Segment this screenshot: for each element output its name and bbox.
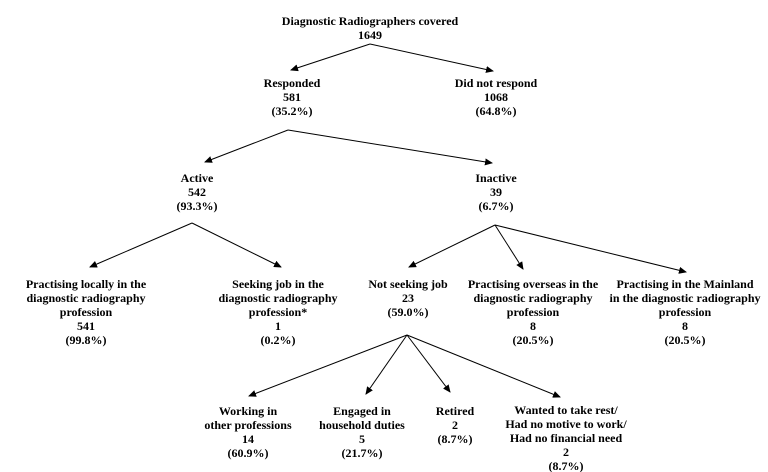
node-seeking-job: Seeking job in the diagnostic radiograph…: [218, 277, 337, 347]
node-did-not-respond: Did not respond 1068 (64.8%): [455, 76, 537, 118]
node-practising-mainland: Practising in the Mainland in the diagno…: [609, 277, 760, 347]
node-label-line: Wanted to take rest/: [514, 403, 618, 417]
node-percent: (20.5%): [664, 333, 706, 347]
node-label-line: profession: [59, 305, 113, 319]
node-value: 14: [241, 432, 254, 446]
node-label-line: Diagnostic Radiographers covered: [281, 14, 459, 28]
node-percent: (93.3%): [176, 199, 218, 213]
node-value: 39: [489, 185, 502, 199]
node-percent: (60.9%): [227, 446, 269, 460]
node-label-line: Engaged in: [333, 404, 391, 418]
arrow-inactive-to-practising-mainland: [494, 224, 687, 274]
node-label-line: Retired: [435, 404, 475, 418]
node-label-line: Working in: [218, 404, 278, 418]
node-label-line: Practising locally in the: [25, 277, 147, 291]
node-label-line: diagnostic radiography: [26, 291, 146, 305]
node-value: 1: [274, 319, 281, 333]
node-value: 2: [452, 418, 458, 432]
node-value: 5: [358, 432, 365, 446]
node-value: 1649: [358, 28, 382, 42]
node-label-line: Practising in the Mainland: [616, 277, 754, 291]
node-label-line: Had no motive to work/: [505, 417, 627, 431]
arrow-not-seeking-to-retired: [406, 334, 451, 393]
node-percent: (8.7%): [548, 459, 584, 472]
arrow-active-to-seeking-job: [191, 222, 282, 268]
node-value: 2: [563, 445, 569, 459]
node-responded: Responded 581 (35.2%): [264, 76, 321, 118]
node-percent: (20.5%): [512, 333, 554, 347]
node-percent: (6.7%): [478, 199, 514, 213]
arrow-responded-to-active: [204, 129, 289, 163]
node-active: Active 542 (93.3%): [177, 171, 218, 213]
node-retired: Retired 2 (8.7%): [436, 404, 474, 446]
node-percent: (8.7%): [437, 432, 473, 446]
node-label-line: diagnostic radiography: [473, 291, 593, 305]
node-percent: (99.8%): [65, 333, 107, 347]
node-label-line: diagnostic radiography: [218, 291, 338, 305]
node-label-line: Had no financial need: [509, 431, 623, 445]
node-label-line: Responded: [263, 76, 321, 90]
arrow-not-seeking-to-wanted-rest: [406, 334, 561, 398]
node-label-line: household duties: [319, 418, 405, 432]
node-label-line: Inactive: [475, 171, 517, 185]
node-value: 8: [530, 319, 536, 333]
node-wanted-rest: Wanted to take rest/ Had no motive to wo…: [505, 403, 626, 472]
node-practising-overseas: Practising overseas in the diagnostic ra…: [468, 277, 598, 347]
node-label-line: Active: [180, 171, 214, 185]
node-label-line: Seeking job in the: [232, 277, 324, 291]
node-label-line: Did not respond: [454, 76, 538, 90]
node-percent: (64.8%): [475, 104, 517, 118]
node-inactive: Inactive 39 (6.7%): [475, 171, 516, 213]
node-value: 1068: [483, 90, 508, 104]
arrow-inactive-to-not-seeking-job: [408, 224, 496, 268]
node-working-other-professions: Working in other professions 14 (60.9%): [204, 404, 291, 460]
arrow-not-seeking-to-household-duties: [365, 334, 408, 395]
arrow-root-to-did-not-respond: [369, 43, 494, 73]
node-label-line: in the diagnostic radiography: [609, 291, 761, 305]
arrow-inactive-to-practising-overseas: [494, 224, 524, 270]
node-value: 581: [283, 90, 301, 104]
node-practising-locally: Practising locally in the diagnostic rad…: [26, 277, 146, 347]
node-percent: (0.2%): [260, 333, 296, 347]
node-label-line: Practising overseas in the: [467, 277, 599, 291]
node-percent: (21.7%): [341, 446, 383, 460]
node-label-line: profession: [658, 305, 712, 319]
node-root: Diagnostic Radiographers covered 1649: [282, 14, 458, 42]
node-value: 8: [682, 319, 688, 333]
node-label-line: profession*: [248, 305, 308, 319]
arrow-root-to-responded: [290, 43, 371, 72]
arrow-active-to-practising-locally: [89, 222, 193, 268]
node-not-seeking-job: Not seeking job 23 (59.0%): [368, 277, 447, 319]
node-value: 541: [76, 319, 95, 333]
arrow-not-seeking-to-working-other: [248, 334, 408, 397]
node-label-line: Not seeking job: [368, 277, 448, 291]
node-percent: (35.2%): [271, 104, 313, 118]
node-engaged-household-duties: Engaged in household duties 5 (21.7%): [319, 404, 405, 460]
node-value: 23: [402, 291, 414, 305]
node-value: 542: [188, 185, 206, 199]
node-label-line: other professions: [204, 418, 292, 432]
node-percent: (59.0%): [387, 305, 429, 319]
arrow-responded-to-inactive: [287, 129, 493, 166]
node-label-line: profession: [506, 305, 560, 319]
